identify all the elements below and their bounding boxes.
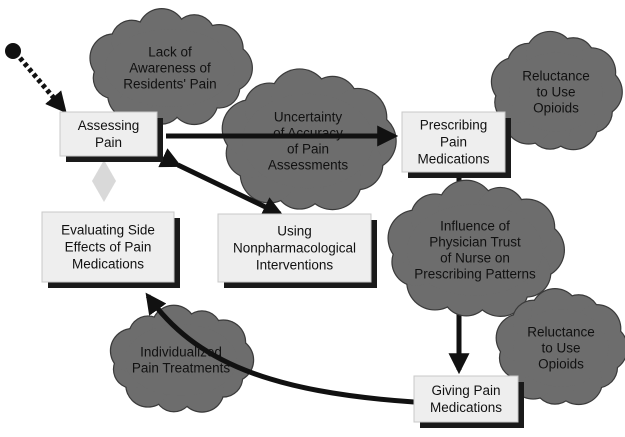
reluctance-bottom-cloud-line: Opioids: [538, 357, 584, 372]
using-box-line: Interventions: [256, 258, 334, 273]
assessing-box-body: [59, 111, 158, 157]
evaluating-box-line: Medications: [72, 257, 144, 272]
dotted-entry-arrow: [18, 56, 67, 114]
uncertainty-cloud-line: of Pain: [287, 142, 329, 157]
start-dot: [5, 43, 21, 59]
using-box-line: Using: [277, 224, 312, 239]
using-box-line: Nonpharmacological: [233, 241, 356, 256]
giving-box-line: Giving Pain: [431, 383, 500, 398]
evaluating-box-body: [41, 211, 175, 283]
reluctance-top-cloud-line: Opioids: [533, 101, 579, 116]
arrow-using-assessing: [158, 148, 284, 217]
evaluating-box-line: Effects of Pain: [65, 240, 152, 255]
evaluating-box-line: Evaluating Side: [61, 223, 155, 238]
influence-cloud-line: Prescribing Patterns: [414, 267, 536, 282]
arrow-giving-to-evaluating: [145, 292, 415, 405]
influence-cloud-line: of Nurse on: [440, 251, 510, 266]
uncertainty-cloud-line: Assessments: [268, 158, 349, 173]
individualized-cloud-line: Pain Treatments: [132, 361, 231, 376]
giving-box-body: [413, 375, 519, 423]
prescribing-box-body: [401, 111, 506, 173]
giving-box-line: Medications: [430, 400, 502, 415]
uncertainty-cloud-line: Uncertainty: [274, 110, 343, 125]
lack-awareness-cloud-line: Residents' Pain: [123, 77, 216, 92]
influence-cloud-line: Physician Trust: [429, 235, 521, 250]
prescribing-box-line: Pain: [440, 135, 467, 150]
influence-cloud-line: Influence of: [440, 219, 510, 234]
prescribing-box-line: Medications: [417, 152, 489, 167]
reluctance-top-cloud-line: Reluctance: [522, 69, 590, 84]
reluctance-bottom-cloud-line: Reluctance: [527, 325, 595, 340]
assessing-box-line: Assessing: [78, 118, 140, 133]
prescribing-box-line: Prescribing: [420, 118, 488, 133]
using-box-body: [217, 213, 372, 283]
lack-awareness-cloud-line: Awareness of: [129, 61, 211, 76]
reluctance-top-cloud-line: to Use: [536, 85, 575, 100]
decision-diamond: [92, 160, 116, 202]
lack-awareness-cloud-line: Lack of: [148, 45, 192, 60]
assessing-box-line: Pain: [95, 135, 122, 150]
reluctance-bottom-cloud-line: to Use: [541, 341, 580, 356]
